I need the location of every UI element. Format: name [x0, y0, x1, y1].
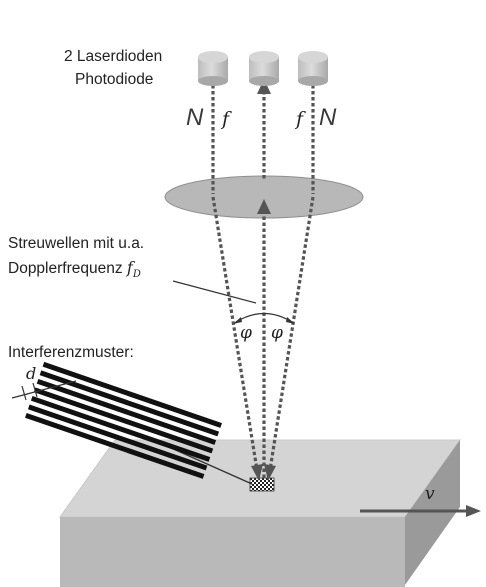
angle-label-right: φ: [271, 323, 283, 343]
noise-label-left: N: [186, 104, 204, 131]
workpiece-block: [59, 439, 461, 587]
angle-arc-left-tip: [233, 317, 242, 324]
scatter-leader-line: [172, 280, 257, 304]
source-label-line1: 2 Laserdioden: [64, 48, 163, 65]
interference-pattern: [25, 361, 222, 479]
return-arrow-head-lower: [257, 199, 271, 214]
beams-lower: [211, 196, 315, 478]
beams-upper: [211, 85, 315, 194]
scatter-label-line2: Dopplerfrequenz fD: [8, 257, 141, 286]
beam-left-arrow-head: [251, 464, 263, 481]
photodiode: [249, 51, 279, 86]
scatter-label-line1: Streuwellen mit u.a.: [8, 235, 145, 252]
measurement-spot: [249, 477, 275, 492]
return-arrow-head-top: [257, 79, 271, 94]
velocity-label: v: [425, 484, 435, 504]
doppler-symbol: f: [126, 258, 133, 277]
block-front: [60, 517, 405, 587]
laser-diode-right: [298, 51, 328, 86]
source-label-line2: Photodiode: [75, 71, 154, 88]
scatter-label-text: Dopplerfrequenz: [8, 260, 123, 277]
fringe-spacing-marker: [11, 380, 77, 401]
angle-arc-right-tip: [286, 317, 295, 324]
fringe-spacing-label: d: [26, 364, 37, 383]
freq-label-left: f: [222, 108, 230, 130]
velocity-arrow: [360, 505, 481, 517]
doppler-subscript: D: [132, 269, 141, 281]
beam-right-arrow-head: [264, 464, 276, 481]
angle-label-left: φ: [240, 323, 252, 343]
pattern-title: Interferenzmuster:: [8, 344, 134, 361]
laser-diode-left: [198, 51, 228, 86]
noise-label-right: N: [319, 104, 337, 131]
freq-label-right: f: [296, 108, 304, 130]
